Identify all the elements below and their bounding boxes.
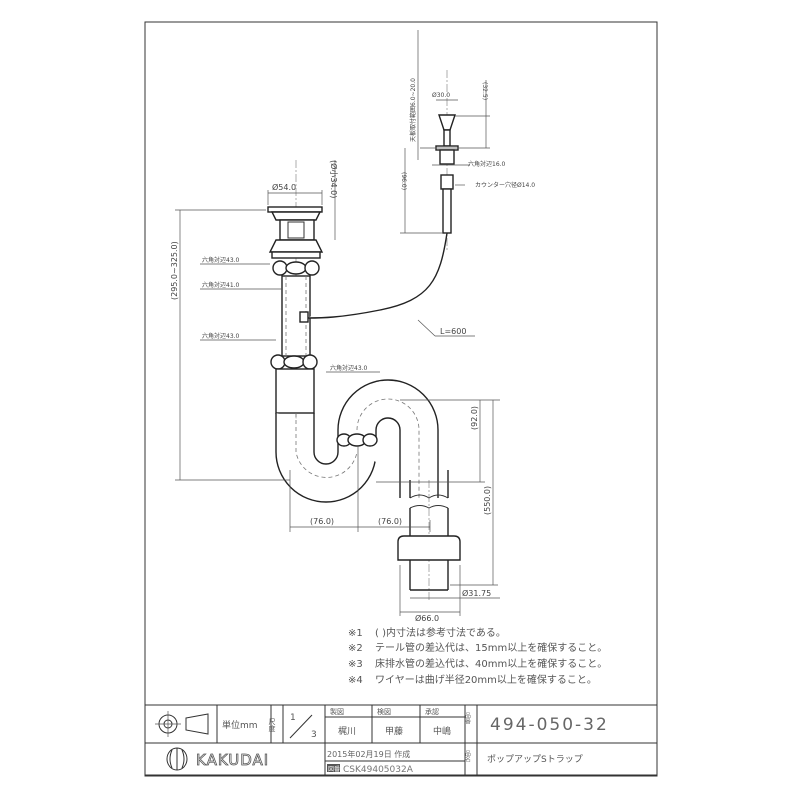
part-name: ポップアップSトラップ xyxy=(487,754,583,765)
dim-hex-16: 六角対辺16.0 xyxy=(468,160,506,168)
scale-denominator: 3 xyxy=(311,730,317,740)
drawing-no-label-bg xyxy=(327,764,340,772)
scale-numerator: 1 xyxy=(290,713,296,723)
title-block: 単位mm 尺度 1 3 製図 検図 承認 梶川 甲藤 中嶋 品番 494-050… xyxy=(144,704,658,776)
dim-hex-43-top: 六角対辺43.0 xyxy=(202,256,240,264)
note-text: ( )内寸法は参考寸法である。 xyxy=(375,626,506,639)
part-no-label: 品番 xyxy=(464,712,471,725)
dim-96: (96.0) xyxy=(400,172,407,190)
note-mark: ※2 xyxy=(348,643,363,654)
note-mark: ※4 xyxy=(348,675,363,686)
dim-92: (92.0) xyxy=(470,406,479,430)
s-trap xyxy=(275,379,461,600)
unit-label: 単位mm xyxy=(222,719,258,731)
checked-by: 甲藤 xyxy=(385,725,403,737)
note-text: 床排水管の差込代は、40mm以上を確保すること。 xyxy=(375,657,607,670)
dim-dia-54: Ø54.0 xyxy=(272,182,296,192)
approved-by: 中嶋 xyxy=(433,725,451,737)
approved-label: 承認 xyxy=(425,707,439,716)
dim-hex-43-mid: 六角対辺43.0 xyxy=(202,332,240,340)
dim-dia-66: Ø66.0 xyxy=(415,613,439,623)
checked-label: 検図 xyxy=(377,707,391,716)
part-number: 494-050-32 xyxy=(490,715,609,735)
dim-550: (550.0) xyxy=(483,486,492,515)
wire-cable xyxy=(307,232,448,319)
creation-date: 2015年02月19日 作成 xyxy=(327,749,410,759)
dim-cable-length: L=600 xyxy=(440,327,466,336)
note-mark: ※1 xyxy=(348,628,363,639)
note-text: ワイヤーは曲げ半径20mm以上を確保すること。 xyxy=(375,673,597,686)
drawn-by: 梶川 xyxy=(338,725,356,737)
dim-counter-hole: カウンター穴径Ø14.0 xyxy=(475,181,535,189)
dim-76-left: (76.0) xyxy=(310,517,334,526)
drain-assembly xyxy=(267,160,324,470)
drawn-label: 製図 xyxy=(330,707,344,716)
popup-knob-assembly xyxy=(307,70,459,319)
drawing-no-label: 図番 xyxy=(328,766,340,773)
dim-76-right: (76.0) xyxy=(378,517,402,526)
dim-dia-34: (Ø小34.0) xyxy=(329,160,339,198)
part-name-label: 品名 xyxy=(464,750,471,763)
drawing-frame xyxy=(144,21,658,777)
drawing-number: CSK49405032A xyxy=(343,765,414,775)
notes: ※1 ( )内寸法は参考寸法である。 ※2 テール管の差込代は、15mm以上を確… xyxy=(348,626,607,686)
note-mark: ※3 xyxy=(348,659,363,670)
dim-dia-30: Ø30.0 xyxy=(432,92,450,99)
dim-height-295-325: (295.0~325.0) xyxy=(170,241,179,300)
dim-32-5: (32.5) xyxy=(481,82,488,100)
dim-hex-43-trap: 六角対辺43.0 xyxy=(330,364,368,372)
dim-hex-41: 六角対辺41.0 xyxy=(202,281,240,289)
dim-mount-range: 天板取付範囲6.0~20.0 xyxy=(409,78,417,142)
dim-dia-31-75: Ø31.75 xyxy=(462,588,491,598)
kakudai-logo-icon xyxy=(166,747,188,771)
scale-label: 尺度 xyxy=(268,718,276,733)
dimension-lines xyxy=(175,30,500,616)
note-text: テール管の差込代は、15mm以上を確保すること。 xyxy=(375,641,607,654)
third-angle-projection-icon xyxy=(155,711,209,737)
brand-name: KAKUDAI xyxy=(196,751,269,769)
